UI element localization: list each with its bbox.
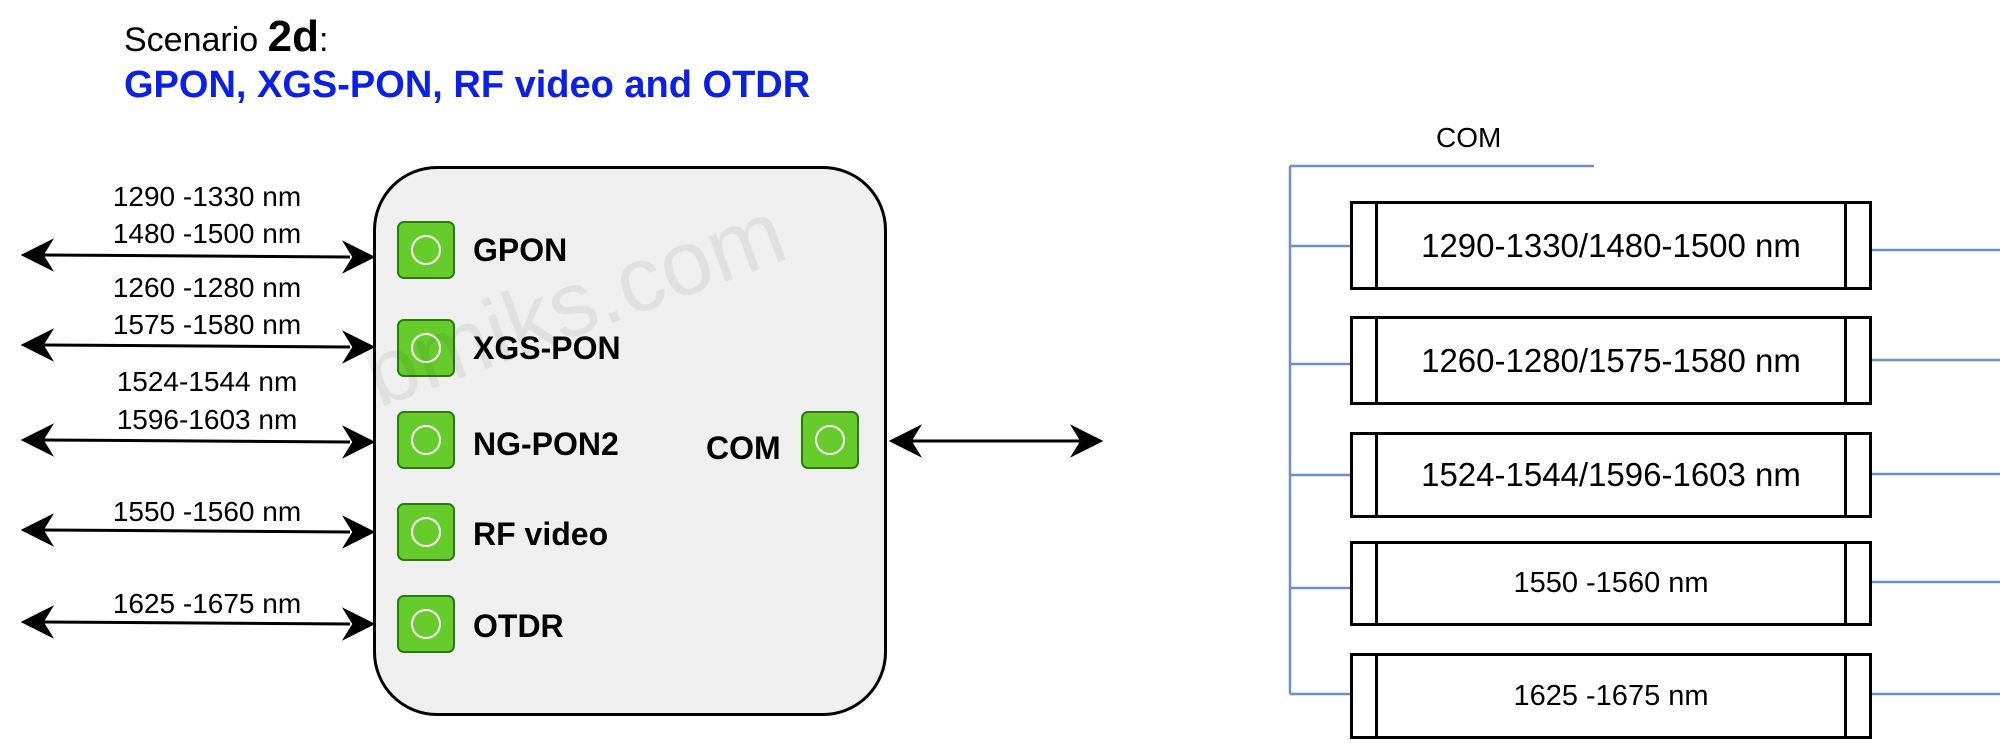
filter-block-3: 1524-1544/1596-1603 nm bbox=[1350, 432, 1872, 518]
xgs-pon-port-label: XGS-PON bbox=[473, 330, 621, 366]
wavelength-ng-upstream: 1524-1544 nm bbox=[116, 366, 298, 397]
scenario-subtitle: GPON, XGS-PON, RF video and OTDR bbox=[124, 64, 811, 106]
ng-pon2-port-label: NG-PON2 bbox=[473, 426, 619, 462]
filter-block-1: 1290-1330/1480-1500 nm bbox=[1350, 201, 1872, 290]
otdr-port[interactable] bbox=[397, 595, 455, 653]
scenario-title-suffix: : bbox=[319, 21, 329, 59]
otdr-arrow-line bbox=[43, 620, 351, 626]
com-port-label: COM bbox=[706, 430, 781, 466]
wavelength-gpon-downstream: 1480 -1500 nm bbox=[112, 218, 302, 249]
com-arrow-head-left bbox=[888, 424, 923, 458]
ng-arrow-head-left bbox=[20, 423, 55, 457]
filter-label-1: 1290-1330/1480-1500 nm bbox=[1421, 226, 1801, 264]
filter-label-5: 1625 -1675 nm bbox=[1513, 679, 1709, 712]
gpon-arrow-head-left bbox=[20, 238, 55, 272]
left-arrows bbox=[20, 238, 1104, 641]
wavelength-xgs-downstream: 1575 -1580 nm bbox=[112, 309, 302, 340]
xgs-arrow-head-left bbox=[20, 328, 55, 362]
rf-video-port[interactable] bbox=[397, 503, 455, 561]
com-port[interactable] bbox=[801, 411, 859, 469]
otdr-arrow-head-right bbox=[341, 607, 376, 641]
rf-arrow-head-left bbox=[20, 513, 55, 547]
otdr-arrow-head-left bbox=[20, 605, 55, 639]
gpon-arrow-head-right bbox=[341, 240, 376, 274]
filter-block-5: 1625 -1675 nm bbox=[1350, 653, 1872, 739]
filter-label-2: 1260-1280/1575-1580 nm bbox=[1421, 341, 1801, 379]
filter-block-2: 1260-1280/1575-1580 nm bbox=[1350, 316, 1872, 405]
filter-com-label: COM bbox=[1436, 122, 1502, 153]
otdr-port-label: OTDR bbox=[473, 608, 564, 644]
ng-arrow-head-right bbox=[341, 425, 376, 459]
wavelength-gpon-upstream: 1290 -1330 nm bbox=[112, 181, 302, 212]
filter-block-4: 1550 -1560 nm bbox=[1350, 541, 1872, 626]
scenario-title: Scenario 2d: bbox=[124, 12, 328, 62]
filter-label-3: 1524-1544/1596-1603 nm bbox=[1421, 456, 1801, 493]
filter-connector-lines bbox=[1288, 164, 2000, 696]
xgs-arrow-line bbox=[43, 343, 351, 349]
filter-label-4: 1550 -1560 nm bbox=[1513, 567, 1709, 599]
gpon-port-label: GPON bbox=[473, 232, 568, 268]
xgs-arrow-head-right bbox=[341, 330, 376, 364]
gpon-port[interactable] bbox=[397, 221, 455, 279]
scenario-title-prefix: Scenario bbox=[124, 21, 268, 59]
gpon-arrow-line bbox=[43, 253, 351, 259]
wavelength-otdr: 1625 -1675 nm bbox=[112, 588, 302, 619]
wavelength-rf: 1550 -1560 nm bbox=[112, 496, 302, 527]
ng-arrow-line bbox=[43, 438, 351, 444]
rf-arrow-head-right bbox=[341, 515, 376, 549]
wavelength-xgs-upstream: 1260 -1280 nm bbox=[112, 272, 302, 303]
scenario-id: 2d bbox=[267, 12, 319, 61]
xgs-pon-port[interactable] bbox=[397, 319, 455, 377]
ng-pon2-port[interactable] bbox=[397, 411, 455, 469]
com-arrow-head-right bbox=[1069, 424, 1104, 458]
rf-arrow-line bbox=[43, 528, 351, 534]
wavelength-ng-downstream: 1596-1603 nm bbox=[116, 404, 298, 435]
rf-video-port-label: RF video bbox=[473, 516, 609, 552]
